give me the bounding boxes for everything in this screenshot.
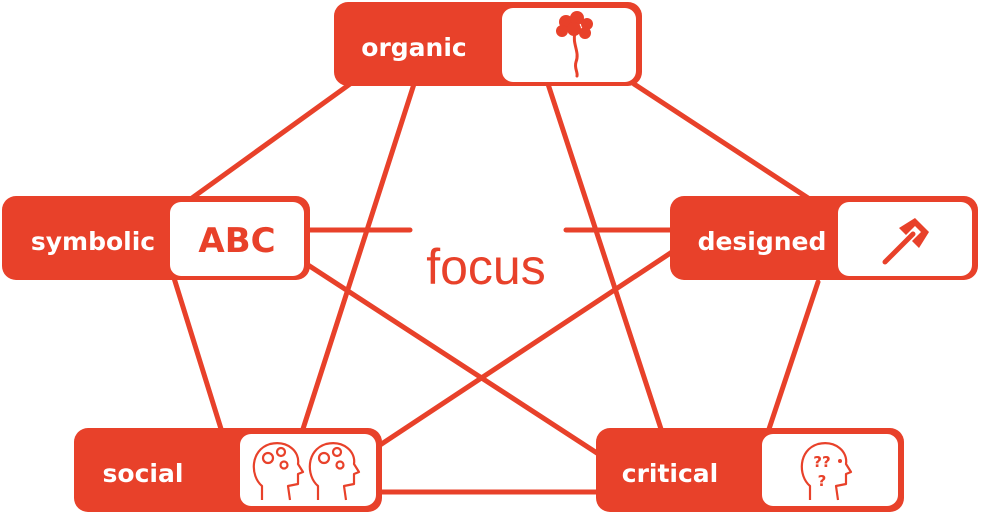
center-label: focus (426, 239, 546, 295)
node-organic: organic (334, 2, 642, 86)
node-social: social (74, 428, 382, 512)
node-designed: designed (670, 196, 978, 280)
edge-designed-social (377, 249, 675, 448)
node-designed-label: designed (698, 227, 827, 256)
node-symbolic-icon-box (170, 202, 304, 276)
node-critical-icon-box (762, 434, 898, 506)
abc-letters-icon: ABC (198, 221, 275, 261)
node-symbolic-label: symbolic (31, 227, 155, 256)
two-thinking-heads-icon (252, 442, 361, 501)
edge-organic-symbolic (189, 81, 353, 201)
tree-icon (556, 11, 593, 78)
edge-organic-designed (631, 81, 811, 201)
node-critical-label: critical (622, 459, 719, 488)
edge-organic-critical (545, 81, 665, 435)
edge-symbolic-social (171, 275, 225, 435)
hammer-icon (882, 218, 929, 265)
node-organic-icon-box (502, 8, 636, 82)
edge-symbolic-critical (305, 262, 603, 458)
question-mark-text: ? (818, 472, 827, 490)
node-social-label: social (103, 459, 184, 488)
node-social-icon-box (240, 434, 376, 506)
edge-organic-social (299, 81, 417, 435)
edges (171, 81, 821, 495)
questioning-head-icon: ?? ? (800, 442, 853, 501)
node-symbolic: symbolic ABC (2, 196, 310, 280)
node-organic-label: organic (361, 33, 466, 62)
question-marks-text: ?? (813, 453, 830, 471)
node-critical: critical ?? ? (596, 428, 904, 512)
edge-designed-critical (765, 279, 821, 435)
